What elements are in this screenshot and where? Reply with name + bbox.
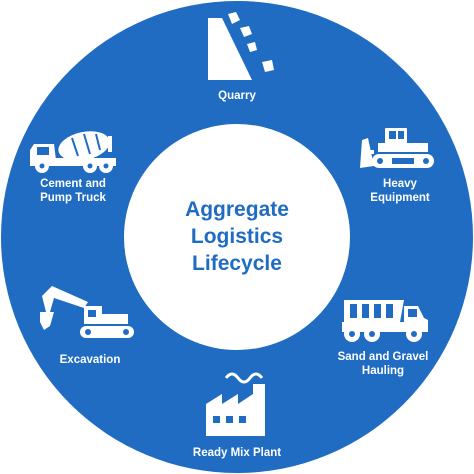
diagram-title: Aggregate Logistics Lifecycle [137,196,337,277]
dump-truck-icon [342,300,428,342]
excavator-icon [40,286,134,338]
stage-label-sand-and-gravel-hauling: Sand and Gravel Hauling [318,350,448,378]
stage-label-quarry: Quarry [187,89,287,103]
stage-label-heavy-equipment: Heavy Equipment [345,177,455,205]
stage-label-line: Excavation [59,354,121,366]
stage-label-line: Sand and Gravel [337,351,429,363]
factory-icon [206,372,265,436]
stage-label-line: Ready Mix Plant [192,447,282,459]
stage-label-excavation: Excavation [30,353,150,367]
title-line: Aggregate [185,198,289,221]
title-line: Logistics [190,225,284,248]
stage-label-ready-mix-plant: Ready Mix Plant [167,446,307,460]
quarry-rock-icon [208,12,274,80]
center-disc [124,124,350,350]
stage-label-line: Pump Truck [40,192,106,204]
stage-label-line: Cement and [40,178,106,190]
cement-mixer-truck-icon [30,131,116,173]
stage-label-line: Heavy [383,178,417,190]
title-line: Lifecycle [192,252,282,275]
stage-label-line: Hauling [361,365,405,377]
stage-label-line: Quarry [218,90,256,102]
bulldozer-icon [360,128,434,168]
stage-label-cement-and-pump-truck: Cement and Pump Truck [18,177,128,205]
stage-label-line: Equipment [370,192,430,204]
